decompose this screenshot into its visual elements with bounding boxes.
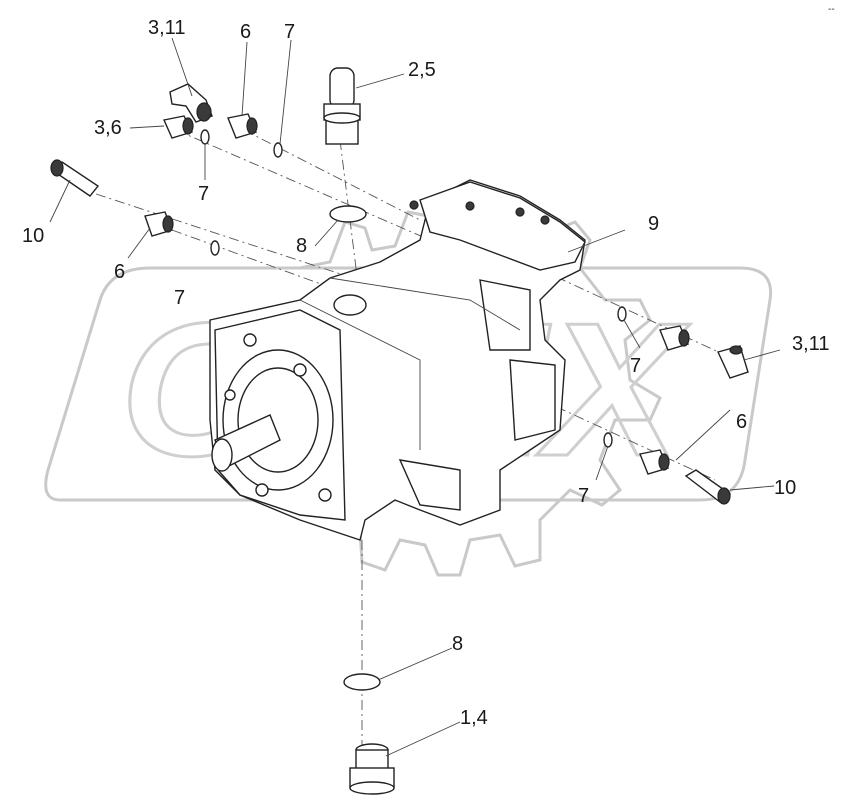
filter-fitting-10-right (684, 469, 732, 505)
fitting-3-6 (163, 115, 194, 139)
callout-7-right: 7 (630, 355, 641, 377)
washer-7-left (210, 240, 220, 256)
callout-2-5: 2,5 (408, 59, 436, 81)
corner-mark: -- (828, 4, 835, 15)
hose-barb-fitting-2-5 (323, 67, 361, 145)
callout-6-right: 6 (736, 411, 747, 433)
callout-7-left: 7 (174, 287, 185, 309)
fitting-6-right-upper (659, 325, 690, 351)
callout-7-upper-left: 7 (198, 183, 209, 205)
callout-3-11-right: 3,11 (792, 333, 829, 355)
callout-10-right: 10 (774, 477, 796, 499)
washer-7-upper-left (200, 129, 210, 145)
fitting-6-right-lower (639, 449, 670, 475)
callout-6-top: 6 (240, 21, 251, 43)
callout-6-left: 6 (114, 261, 125, 283)
port-fitting-1-4 (349, 743, 395, 795)
fitting-6-top (227, 113, 258, 139)
elbow-fitting-3-11-right (717, 345, 749, 379)
callout-10-left: 10 (22, 225, 44, 247)
callout-7-top: 7 (284, 21, 295, 43)
callout-leaders (49, 37, 781, 757)
filter-fitting-10-left (50, 159, 100, 197)
washer-7-top (273, 142, 283, 158)
callout-3-6: 3,6 (94, 117, 122, 139)
callout-3-11-top: 3,11 (148, 17, 185, 39)
washer-7-right (617, 306, 627, 322)
fitting-6-left (144, 211, 174, 237)
washer-7-lower-right (603, 432, 613, 448)
elbow-fitting-3-11-top (169, 83, 213, 123)
hydraulic-pump-body (209, 179, 586, 541)
o-ring-8-upper (329, 205, 367, 223)
callout-9: 9 (648, 213, 659, 235)
callout-labels: 3,11 6 7 2,5 3,6 7 10 8 9 6 7 3,11 7 6 7… (22, 17, 829, 729)
callout-1-4: 1,4 (460, 707, 488, 729)
callout-8-upper: 8 (296, 235, 307, 257)
o-ring-8-lower (343, 673, 381, 691)
callout-7-lower-right: 7 (578, 485, 589, 507)
callout-8-lower: 8 (452, 633, 463, 655)
